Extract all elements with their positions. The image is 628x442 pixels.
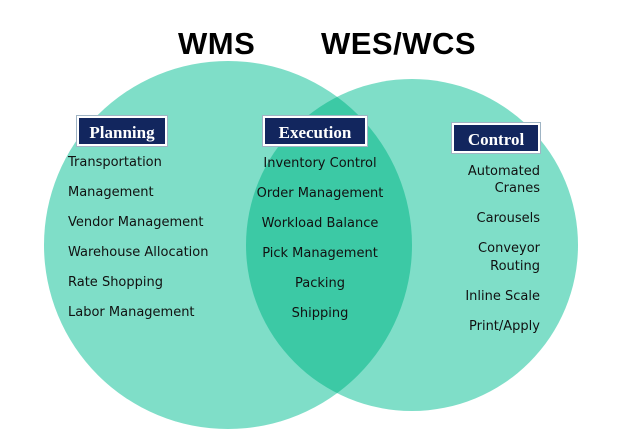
planning-item: Vendor Management [68, 215, 204, 230]
wms-title: WMS [178, 26, 256, 61]
execution-item: Workload Balance [261, 216, 379, 231]
control-item: Inline Scale [465, 289, 540, 304]
control-badge: Control [452, 123, 540, 153]
control-item: Cranes [494, 181, 540, 196]
control-item: Routing [490, 259, 540, 274]
planning-item: Labor Management [68, 305, 195, 320]
control-item: Print/Apply [469, 319, 540, 334]
planning-badge: Planning [77, 116, 167, 146]
overlap-region [246, 79, 412, 411]
execution-item: Pick Management [262, 246, 378, 261]
execution-item: Inventory Control [263, 156, 377, 171]
planning-item: Warehouse Allocation [68, 245, 209, 260]
planning-item: Transportation [68, 155, 162, 170]
control-item: Automated [467, 164, 540, 179]
planning-item: Rate Shopping [68, 275, 163, 290]
execution-badge: Execution [263, 116, 367, 146]
execution-item: Shipping [291, 306, 349, 321]
control-item: Carousels [476, 211, 540, 226]
wes-wcs-title: WES/WCS [321, 26, 477, 61]
execution-item: Order Management [256, 186, 384, 201]
control-item: Conveyor [478, 241, 540, 256]
planning-item: Management [68, 185, 154, 200]
execution-item: Packing [294, 276, 346, 291]
